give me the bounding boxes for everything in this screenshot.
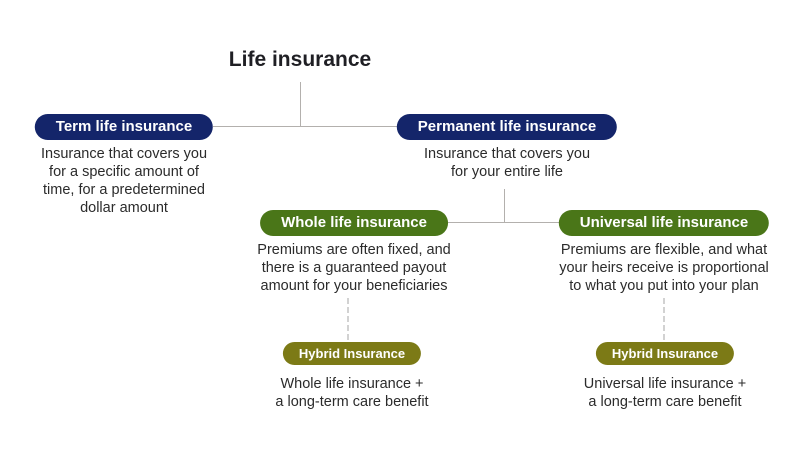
node-hybrid-universal-description: Universal life insurance + a long-term c… <box>584 375 746 411</box>
description-line: to what you put into your plan <box>569 278 759 294</box>
description-line: Whole life insurance + <box>280 376 424 392</box>
connector-level2-horizontal <box>447 222 562 223</box>
description-line: dollar amount <box>80 200 168 216</box>
node-permanent-life-pill: Permanent life insurance <box>396 114 618 140</box>
description-line: a long-term care benefit <box>275 394 429 410</box>
node-term-life-description: Insurance that covers you for a specific… <box>41 145 207 217</box>
node-universal-life-pill: Universal life insurance <box>558 210 770 236</box>
node-universal-life-description: Premiums are flexible, and what your hei… <box>559 241 769 295</box>
description-line: there is a guaranteed payout <box>261 260 447 276</box>
description-line: a long-term care benefit <box>588 394 742 410</box>
node-term-life-pill: Term life insurance <box>34 114 214 140</box>
description-line: Insurance that covers you <box>423 146 591 162</box>
node-whole-life-pill: Whole life insurance <box>260 210 448 236</box>
description-line: for your entire life <box>450 164 564 180</box>
description-line: amount for your beneficiaries <box>260 278 448 294</box>
description-line: Premiums are often fixed, and <box>257 242 451 258</box>
description-line: Insurance that covers you <box>40 146 208 162</box>
node-whole-life-description: Premiums are often fixed, and there is a… <box>257 241 450 295</box>
connector-permanent-vertical <box>504 189 505 222</box>
node-permanent-life-description: Insurance that covers you for your entir… <box>424 145 590 181</box>
connector-level1-horizontal <box>213 126 400 127</box>
description-line: your heirs receive is proportional <box>559 260 769 276</box>
dotted-connector-universal-hybrid <box>663 298 665 340</box>
description-line: for a specific amount of <box>49 164 199 180</box>
description-line: Universal life insurance + <box>583 376 747 392</box>
description-line: time, for a predetermined <box>42 182 205 198</box>
connector-title-vertical <box>300 82 301 126</box>
node-hybrid-whole-description: Whole life insurance + a long-term care … <box>275 375 428 411</box>
page-title: Life insurance <box>228 48 372 71</box>
dotted-connector-whole-hybrid <box>347 298 349 340</box>
node-hybrid-universal-pill: Hybrid Insurance <box>595 342 735 365</box>
node-hybrid-whole-pill: Hybrid Insurance <box>282 342 422 365</box>
description-line: Premiums are flexible, and what <box>560 242 768 258</box>
